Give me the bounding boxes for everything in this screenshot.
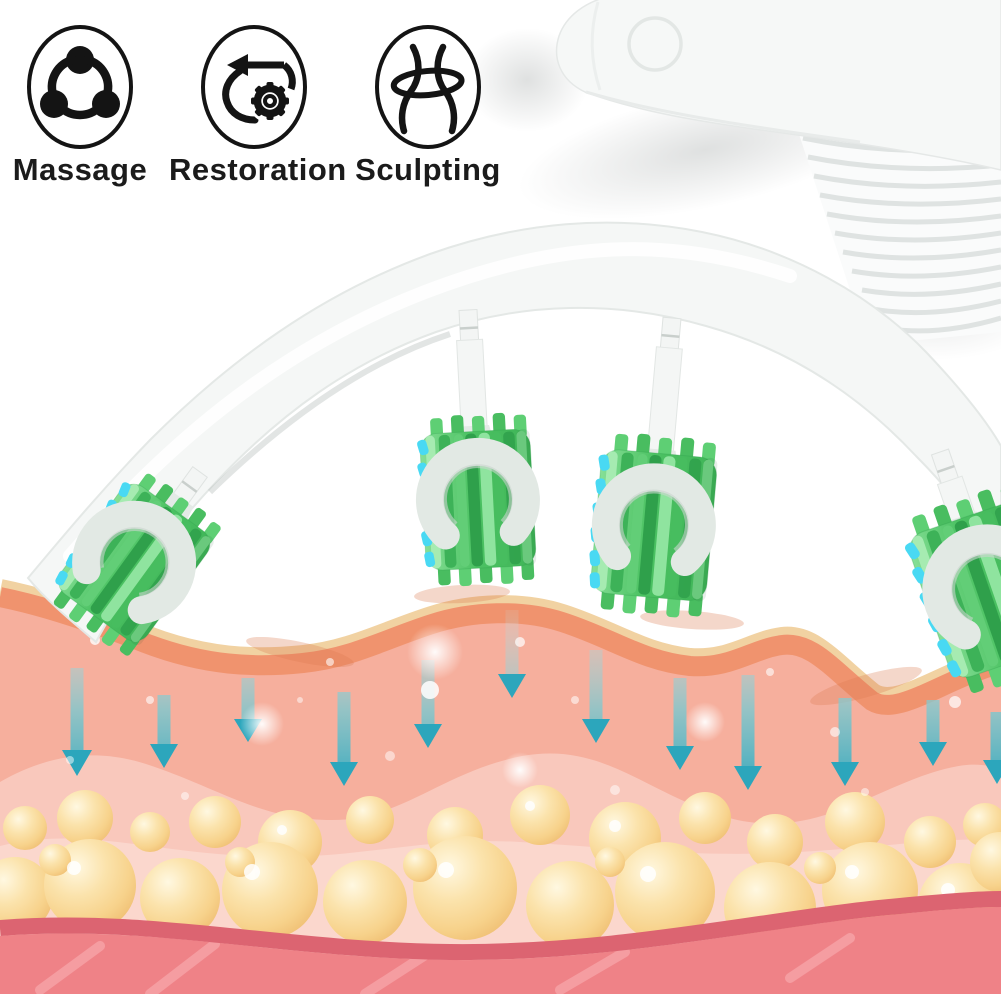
sparkles bbox=[66, 609, 961, 800]
feature-sculpting: Sculpting bbox=[343, 24, 513, 187]
roller-head-3 bbox=[582, 316, 720, 621]
massager-device bbox=[26, 0, 1001, 703]
handle-grip-dimple bbox=[627, 16, 683, 72]
device-handle bbox=[555, 0, 1001, 171]
skin-cross-section bbox=[0, 579, 1001, 994]
gear-icon bbox=[251, 82, 289, 120]
muscle-layer bbox=[0, 907, 1001, 994]
feature-restoration: Restoration bbox=[169, 24, 347, 187]
roller-head-2 bbox=[412, 309, 540, 589]
muscle-fascia-band bbox=[0, 891, 1001, 961]
massage-icon bbox=[27, 25, 133, 149]
roller-head-4 bbox=[892, 448, 1001, 703]
feature-label-sculpting: Sculpting bbox=[355, 152, 501, 187]
feature-massage: Massage bbox=[0, 24, 165, 187]
sculpting-icon bbox=[375, 25, 481, 149]
restoration-icon bbox=[201, 25, 307, 149]
feature-label-massage: Massage bbox=[12, 152, 148, 187]
feature-label-restoration: Restoration bbox=[169, 152, 347, 187]
epidermis-layer bbox=[0, 579, 1001, 715]
roller-head-1 bbox=[37, 460, 227, 662]
